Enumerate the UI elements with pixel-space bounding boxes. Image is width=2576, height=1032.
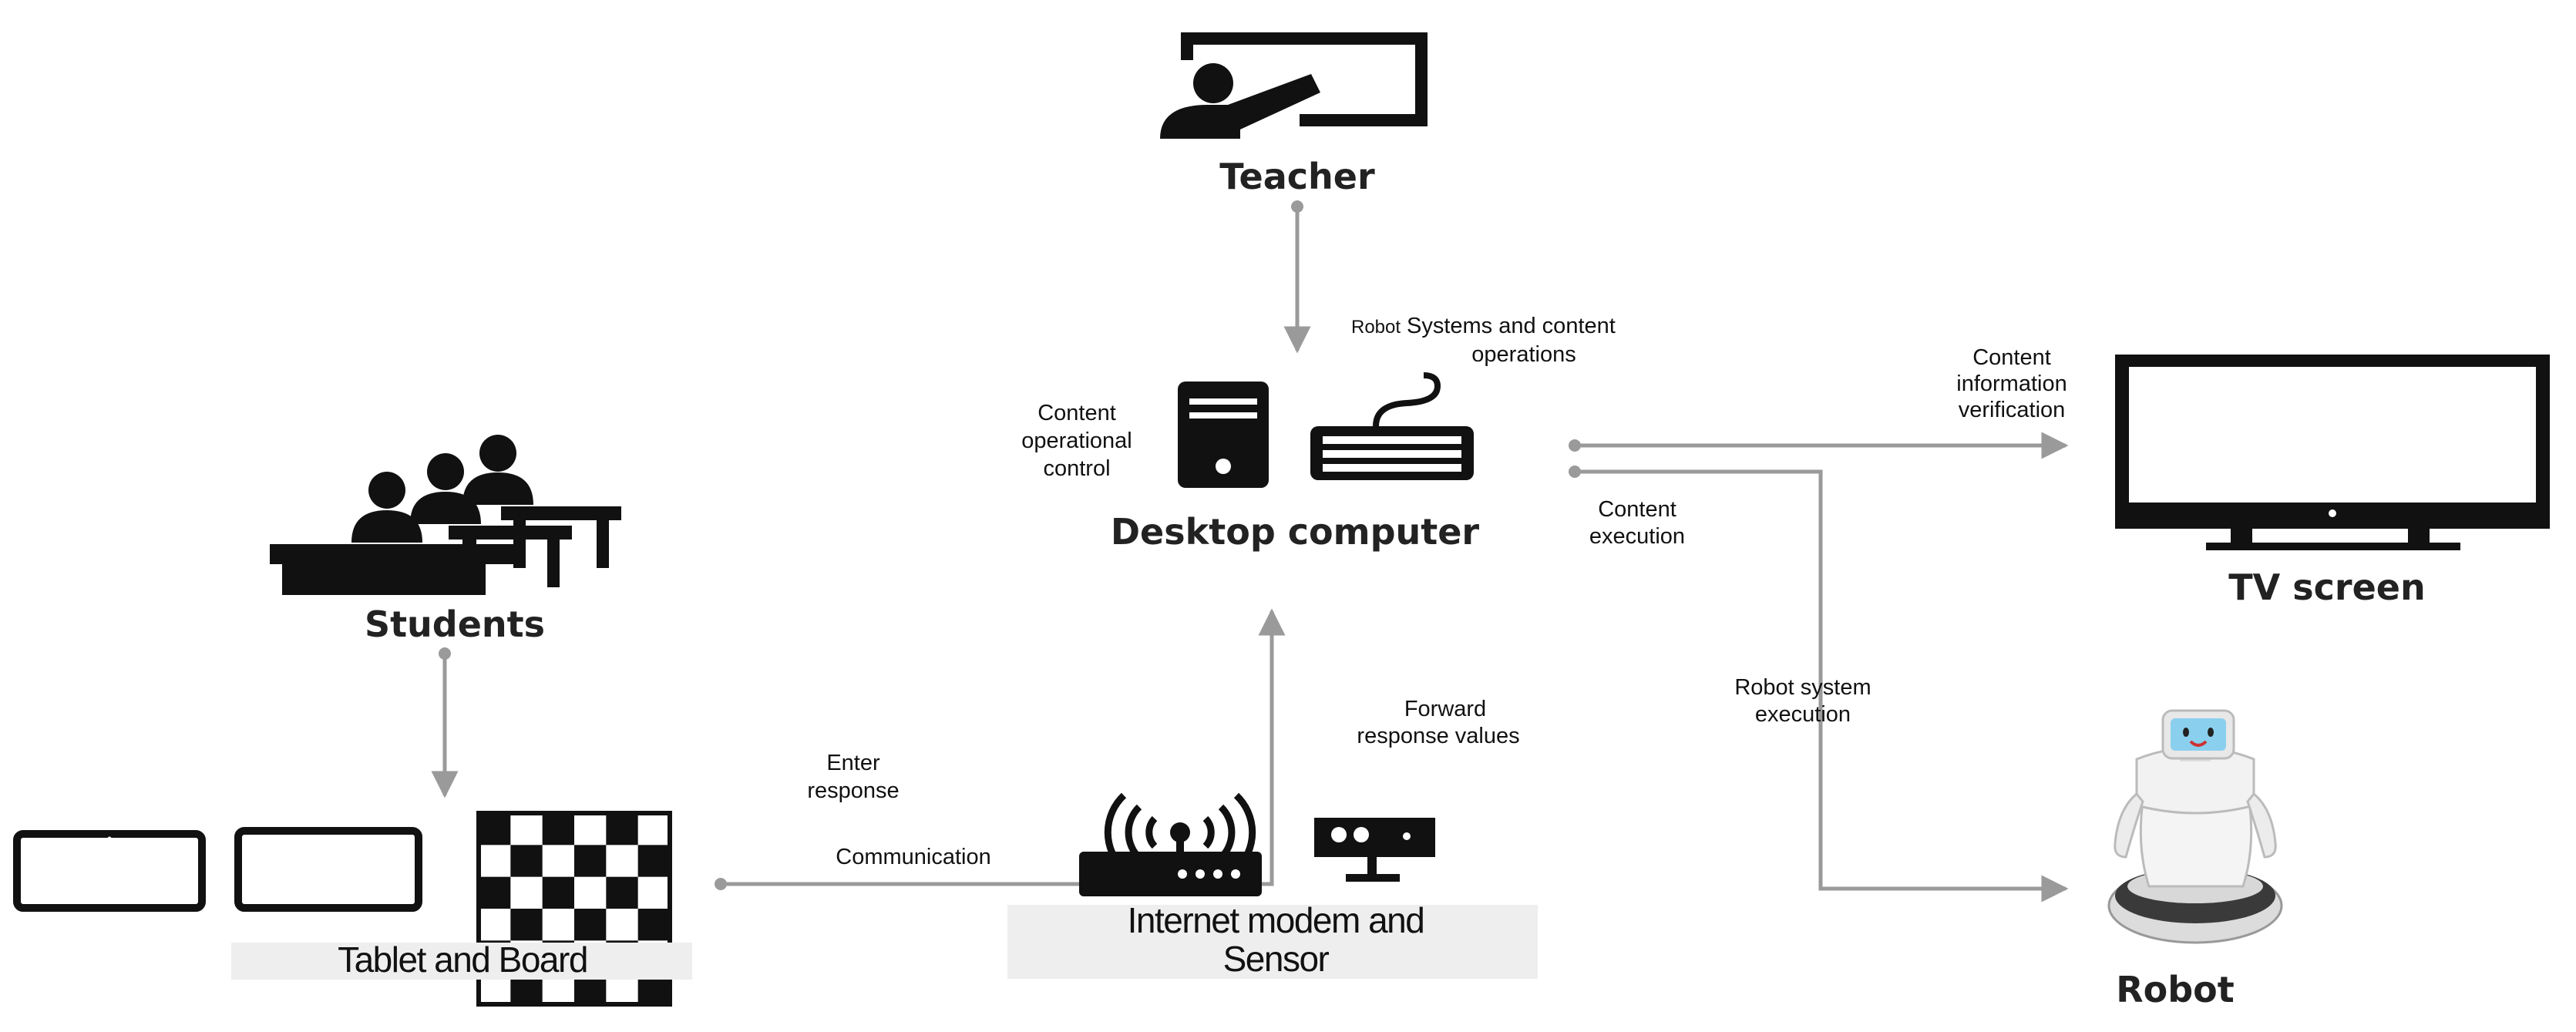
- robot-icon: [2107, 709, 2283, 944]
- connector-dot: [715, 878, 727, 890]
- tablet-icon: [13, 830, 206, 912]
- communication-to-desktop-arrow: [721, 608, 1286, 886]
- enter-response-label-line2: response: [807, 778, 899, 803]
- tablet-icon: [234, 827, 422, 912]
- robot-systems-label-line1: Systems and content: [1407, 314, 1616, 338]
- desktop-to-robot-arrow: [1575, 469, 2069, 903]
- tv-monitor-icon: [2115, 355, 2550, 550]
- robot-systems-label-line2: operations: [1471, 342, 1576, 367]
- enter-response-label-line1: Enter: [826, 751, 880, 775]
- content-execution-label-line1: Content: [1598, 497, 1676, 522]
- students-label: Students: [365, 603, 545, 645]
- robot-label: Robot: [2116, 969, 2235, 1010]
- edge-labels: Robot Systems and content operations Con…: [807, 314, 2067, 869]
- label-background: [1007, 905, 1538, 979]
- tablet-board-label: Tablet and Board: [338, 940, 587, 980]
- robot-system-execution-label-line2: execution: [1755, 702, 1851, 727]
- keyboard-icon: [1310, 372, 1474, 480]
- connector-dot: [439, 647, 451, 660]
- tv-label: TV screen: [2228, 566, 2425, 608]
- content-operational-label-line2: operational: [1021, 429, 1132, 453]
- pc-tower-icon: [1178, 382, 1269, 488]
- communication-label: Communication: [836, 845, 990, 869]
- robot-systems-label-prefix: Robot: [1351, 317, 1401, 338]
- students-desks-icon: [270, 435, 621, 595]
- connector-dot: [1291, 200, 1303, 213]
- content-info-label-line3: verification: [1959, 398, 2066, 422]
- teacher-label: Teacher: [1219, 156, 1375, 197]
- content-operational-label-line1: Content: [1037, 401, 1116, 425]
- robot-system-execution-label-line1: Robot system: [1734, 675, 1871, 700]
- forward-response-label-line2: response values: [1357, 724, 1519, 748]
- content-info-label-line2: information: [1956, 371, 2067, 396]
- forward-response-label-line1: Forward: [1404, 697, 1486, 721]
- connectors: [431, 200, 2069, 903]
- modem-sensor-label-line1: Internet modem and: [1128, 900, 1424, 940]
- content-operational-label-line3: control: [1043, 456, 1110, 481]
- sensor-icon: [1314, 818, 1435, 882]
- content-execution-label-line2: execution: [1589, 524, 1685, 549]
- label-background: [231, 943, 692, 980]
- content-info-label-line1: Content: [1972, 345, 2051, 370]
- desktop-label: Desktop computer: [1111, 511, 1480, 553]
- teacher-board-icon: [1160, 32, 1428, 139]
- connector-dot: [1569, 439, 1581, 452]
- wifi-router-icon: [1079, 792, 1262, 896]
- connector-dot: [1569, 466, 1581, 478]
- modem-sensor-label-line2: Sensor: [1223, 939, 1330, 979]
